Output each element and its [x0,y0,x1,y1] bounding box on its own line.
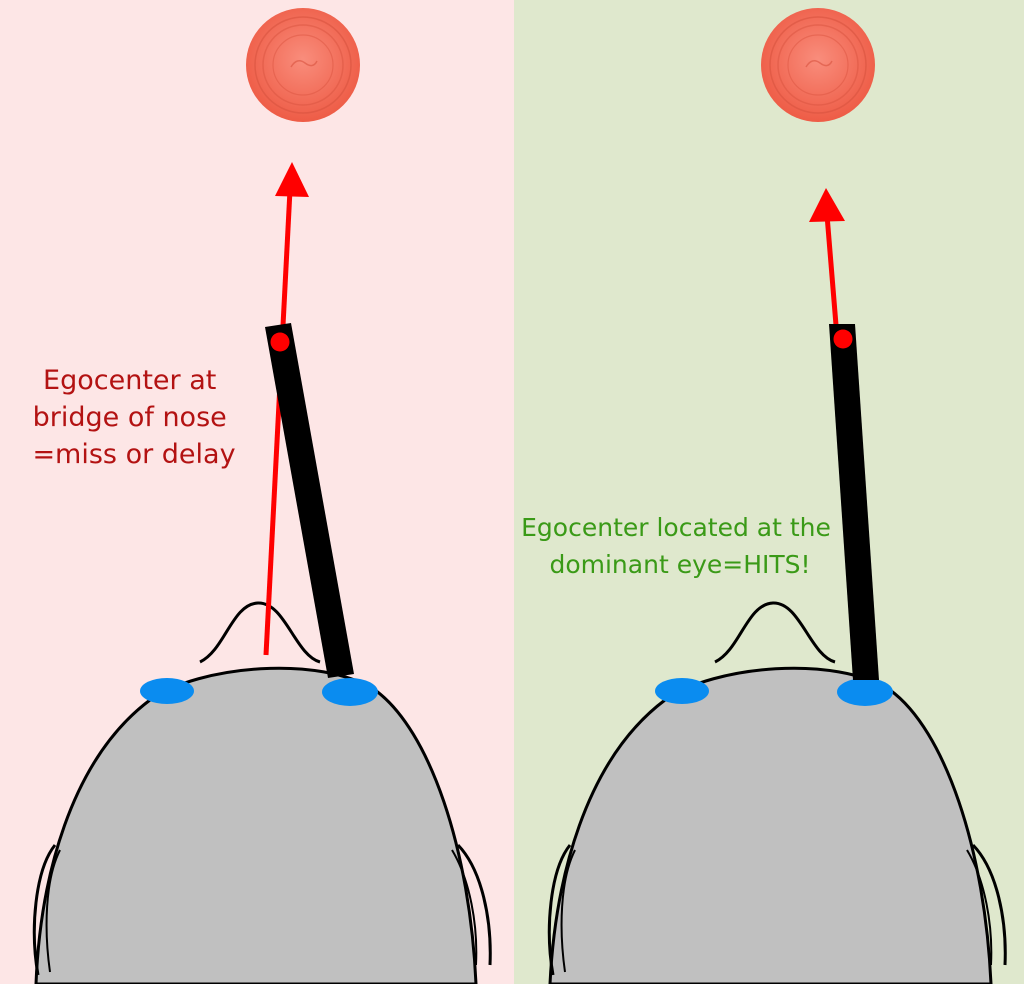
left-caption-line-2: bridge of nose [33,402,227,433]
left-caption-line-1: Egocenter at [43,365,216,396]
right-caption-line-2: dominant eye=HITS! [549,550,810,579]
right-caption-line-1: Egocenter located at the [521,513,831,542]
clay-target-icon [761,8,875,122]
left-caption: Egocenter at bridge of nose =miss or del… [32,365,235,470]
aim-arrow [263,189,293,656]
sight-dot [833,329,853,349]
left-eye-icon [140,678,194,704]
aim-arrowhead [275,162,309,197]
sight-dot [270,332,290,352]
shotgun-barrel [829,324,879,680]
aim-arrow [824,214,839,326]
right-eye-icon [837,678,893,706]
head-outline [32,601,492,984]
right-panel: Egocenter located at the dominant eye=HI… [514,0,1024,984]
right-caption: Egocenter located at the dominant eye=HI… [521,513,839,579]
aim-arrowhead [809,188,845,222]
left-caption-line-3: =miss or delay [32,439,235,470]
right-eye-icon [322,678,378,706]
left-panel: Egocenter at bridge of nose =miss or del… [0,0,514,984]
shotgun-barrel [265,323,354,678]
left-eye-icon [655,678,709,704]
clay-target-icon [246,8,360,122]
head-outline [547,601,1007,984]
